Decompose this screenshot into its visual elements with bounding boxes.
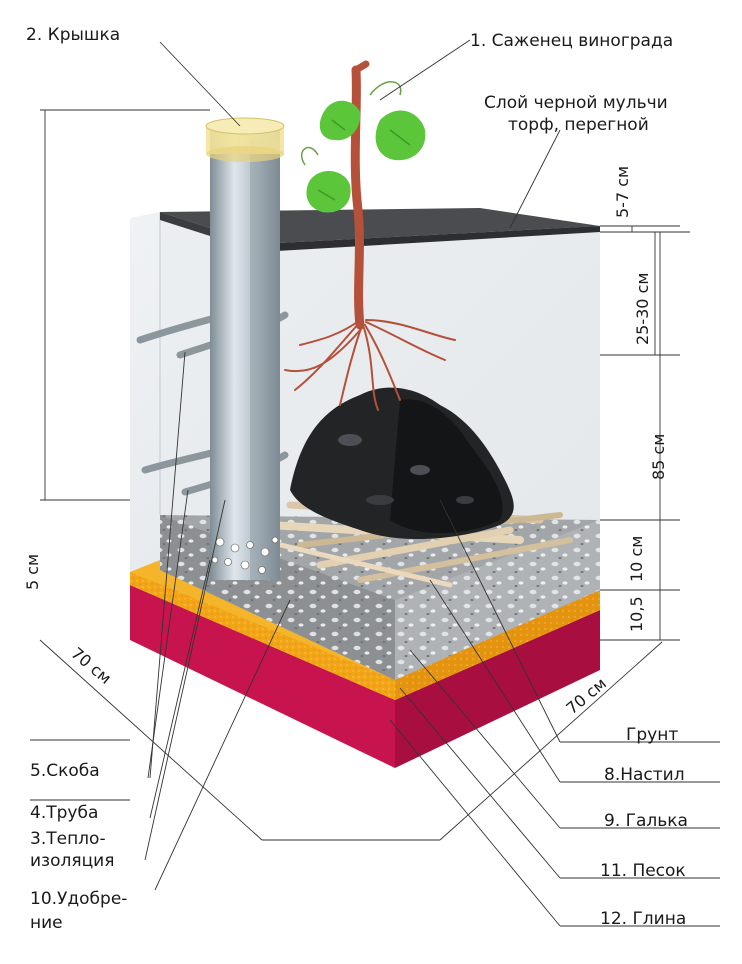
flooring-label: 8.Настил [604,765,685,785]
fertilizer-pile [290,387,514,540]
clay-label: 12. Глина [600,909,686,929]
soil-label: Грунт [626,725,678,745]
roots [284,319,456,411]
labels: 2. Крышка 1. Саженец винограда Слой черн… [26,25,688,933]
sand-depth-label: 10,5 [627,596,646,632]
sand-label: 11. Песок [600,861,686,881]
pipe [210,130,280,580]
total-depth-label: 85 см [649,434,668,480]
pebble-depth-label: 10 см [627,536,646,582]
grape-leaves [300,81,426,213]
mulch-label-line1: Слой черной мульчи [484,93,668,113]
dimension-lines [39,109,690,841]
pipe-label: 4.Труба [30,803,98,823]
width-left-label: 70 см [67,644,115,688]
pipe-lid [205,117,285,162]
pebble-label: 9. Галька [604,811,688,831]
leader-lines [30,39,720,927]
fertilizer-label-line1: 10.Удобре- [30,889,127,909]
insulation-label-line1: 3.Тепло- [30,829,106,849]
lid-label: 2. Крышка [26,25,120,45]
insulation-label-line2: изоляция [30,851,114,871]
bracket-label: 5.Скоба [30,761,100,781]
mulch-depth-label: 5-7 см [613,166,632,218]
mulch-label-line2: торф, перегной [508,115,649,135]
fertilizer-label-line2: ние [30,913,63,933]
root-depth-label: 25-30 см [633,273,652,345]
seedling-label: 1. Саженец винограда [470,31,673,51]
pipe-height-label: 5 см [23,554,42,590]
